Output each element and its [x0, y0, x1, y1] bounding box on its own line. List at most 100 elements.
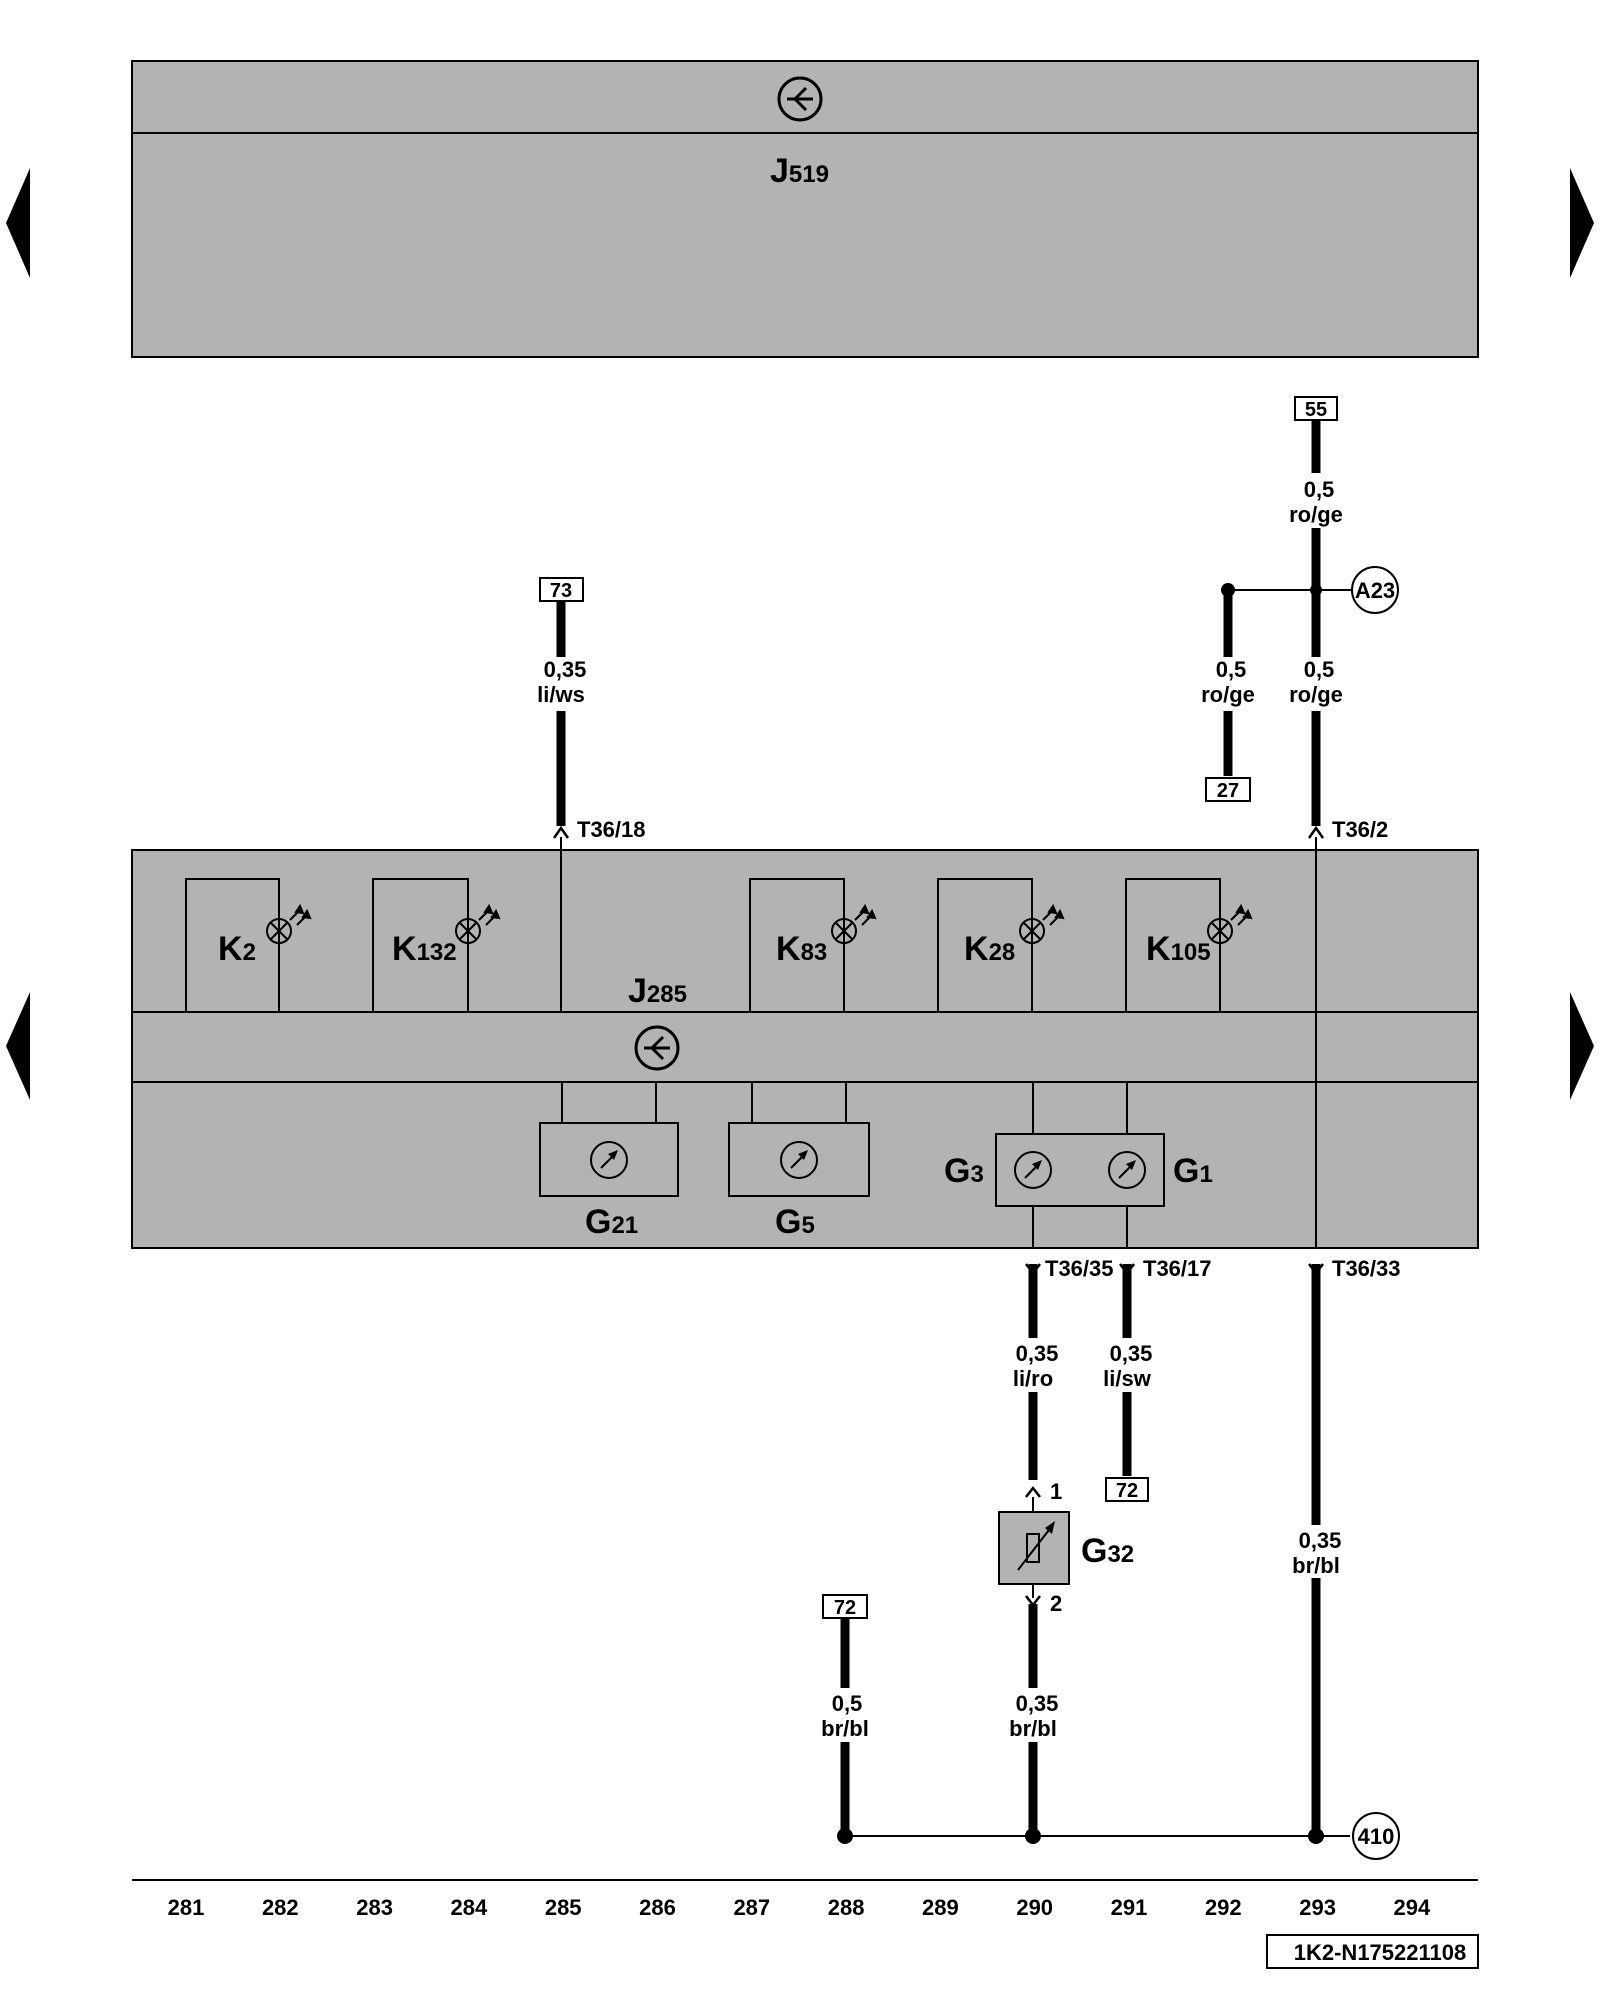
splice-node	[837, 1828, 853, 1844]
module-j285-label: J285	[628, 972, 687, 1010]
svg-text:0,5: 0,5	[1304, 657, 1335, 682]
gauge-g21: G21	[539, 1082, 679, 1241]
column-number: 288	[828, 1895, 865, 1920]
svg-text:1K2-N175221108: 1K2-N175221108	[1294, 1940, 1466, 1965]
light-rays-icon	[1230, 903, 1253, 926]
wire-label-t36-2: 0,5 ro/ge	[1289, 657, 1343, 707]
light-rays-icon	[289, 903, 312, 926]
column-number: 283	[356, 1895, 393, 1920]
sender-g32: G32 1 2	[998, 1479, 1134, 1616]
svg-text:A23: A23	[1355, 578, 1395, 603]
column-number: 287	[733, 1895, 770, 1920]
column-number: 291	[1111, 1895, 1148, 1920]
warning-lamp-k28: K28	[937, 878, 1065, 1012]
svg-text:br/bl: br/bl	[821, 1716, 869, 1741]
svg-text:73: 73	[550, 580, 572, 602]
wire-label-73: 0,35 li/ws	[537, 657, 586, 707]
svg-text:55: 55	[1305, 399, 1327, 421]
svg-text:72: 72	[834, 1597, 856, 1619]
light-rays-icon	[854, 903, 877, 926]
warning-lamp-k132: K132	[372, 878, 501, 1012]
wire-label-290-upper: 0,35 li/ro	[1013, 1341, 1059, 1391]
svg-text:li/ro: li/ro	[1013, 1366, 1053, 1391]
nav-left-arrow-top[interactable]	[6, 168, 30, 278]
svg-text:ro/ge: ro/ge	[1289, 682, 1343, 707]
column-number: 290	[1016, 1895, 1053, 1920]
gauge-g3-label: G3	[944, 1152, 984, 1190]
splice-node	[1221, 583, 1235, 597]
column-number: 281	[168, 1895, 205, 1920]
column-number: 286	[639, 1895, 676, 1920]
ref-a23[interactable]: A23	[1351, 566, 1399, 614]
column-number: 284	[451, 1895, 488, 1920]
warning-lamp-k83: K83	[749, 878, 877, 1012]
splice-node	[1025, 1828, 1041, 1844]
splice-node	[1308, 1828, 1324, 1844]
light-rays-icon	[1042, 903, 1065, 926]
svg-text:0,35: 0,35	[1299, 1528, 1342, 1553]
svg-text:0,35: 0,35	[1110, 1341, 1153, 1366]
nav-right-arrow-middle[interactable]	[1570, 992, 1594, 1100]
svg-text:0,35: 0,35	[544, 657, 587, 682]
column-number: 294	[1394, 1895, 1431, 1920]
column-number: 292	[1205, 1895, 1242, 1920]
lamp-k105-label: K105	[1146, 930, 1211, 968]
column-number: 293	[1299, 1895, 1336, 1920]
svg-text:li/ws: li/ws	[537, 682, 585, 707]
ground-point-410[interactable]: 410	[1352, 1812, 1400, 1860]
ref-box-72-right[interactable]: 72	[1105, 1477, 1149, 1502]
gauge-g5: G5	[728, 1082, 870, 1241]
connector-t36-35-label: T36/35	[1045, 1256, 1114, 1281]
svg-text:ro/ge: ro/ge	[1289, 502, 1343, 527]
sender-g32-pin1: 1	[1050, 1479, 1062, 1504]
svg-text:0,35: 0,35	[1016, 1341, 1059, 1366]
connector-t36-35-icon	[1025, 1263, 1041, 1276]
wire-label-55: 0,5 ro/ge	[1289, 477, 1343, 527]
svg-text:0,5: 0,5	[1304, 477, 1335, 502]
module-j519: J519	[131, 60, 1479, 358]
column-number: 289	[922, 1895, 959, 1920]
svg-text:0,35: 0,35	[1016, 1691, 1059, 1716]
column-number: 282	[262, 1895, 299, 1920]
svg-text:0,5: 0,5	[832, 1691, 863, 1716]
module-j519-label: J519	[770, 152, 829, 190]
ref-box-72-left[interactable]: 72	[822, 1594, 868, 1619]
lamp-k132-label: K132	[392, 930, 457, 968]
svg-text:0,5: 0,5	[1216, 657, 1247, 682]
ref-box-55[interactable]: 55	[1294, 396, 1338, 421]
warning-lamp-k105: K105	[1125, 878, 1253, 1012]
connector-t36-33-icon	[1308, 1263, 1324, 1276]
sender-g32-pin2: 2	[1050, 1591, 1062, 1616]
gauge-g1-label: G1	[1173, 1152, 1213, 1190]
sender-g32-label: G32	[1081, 1532, 1134, 1570]
gauge-g21-label: G21	[585, 1203, 638, 1241]
wire-label-27: 0,5 ro/ge	[1201, 657, 1255, 707]
svg-text:72: 72	[1116, 1480, 1138, 1502]
connector-t36-18-label: T36/18	[577, 817, 646, 842]
column-numbers: 281 282 283 284 285 286 287 288 289 290 291 292 293 2…	[168, 1895, 1431, 1920]
warning-lamp-k2: K2	[185, 878, 312, 1012]
connector-t36-33-label: T36/33	[1332, 1256, 1401, 1281]
svg-text:27: 27	[1217, 780, 1239, 802]
lamp-k83-label: K83	[776, 930, 827, 968]
nav-right-arrow-top[interactable]	[1570, 168, 1594, 278]
connector-t36-2-label: T36/2	[1332, 817, 1388, 842]
nav-left-arrow-middle[interactable]	[6, 992, 30, 1100]
connector-t36-17-icon	[1119, 1263, 1135, 1276]
light-rays-icon	[478, 903, 501, 926]
svg-text:br/bl: br/bl	[1292, 1553, 1340, 1578]
svg-text:ro/ge: ro/ge	[1201, 682, 1255, 707]
ground-symbol-icon	[634, 1025, 680, 1071]
svg-text:br/bl: br/bl	[1009, 1716, 1057, 1741]
svg-text:410: 410	[1358, 1824, 1395, 1849]
wire-label-291: 0,35 li/sw	[1103, 1341, 1152, 1391]
wire-label-290-lower: 0,35 br/bl	[1009, 1691, 1058, 1741]
splice-node	[1310, 584, 1322, 596]
ref-box-73[interactable]: 73	[539, 577, 584, 602]
ref-box-27[interactable]: 27	[1205, 777, 1251, 802]
column-number: 285	[545, 1895, 582, 1920]
ground-symbol-icon	[777, 76, 823, 122]
connector-t36-18-icon	[552, 825, 570, 839]
lamp-k28-label: K28	[964, 930, 1015, 968]
